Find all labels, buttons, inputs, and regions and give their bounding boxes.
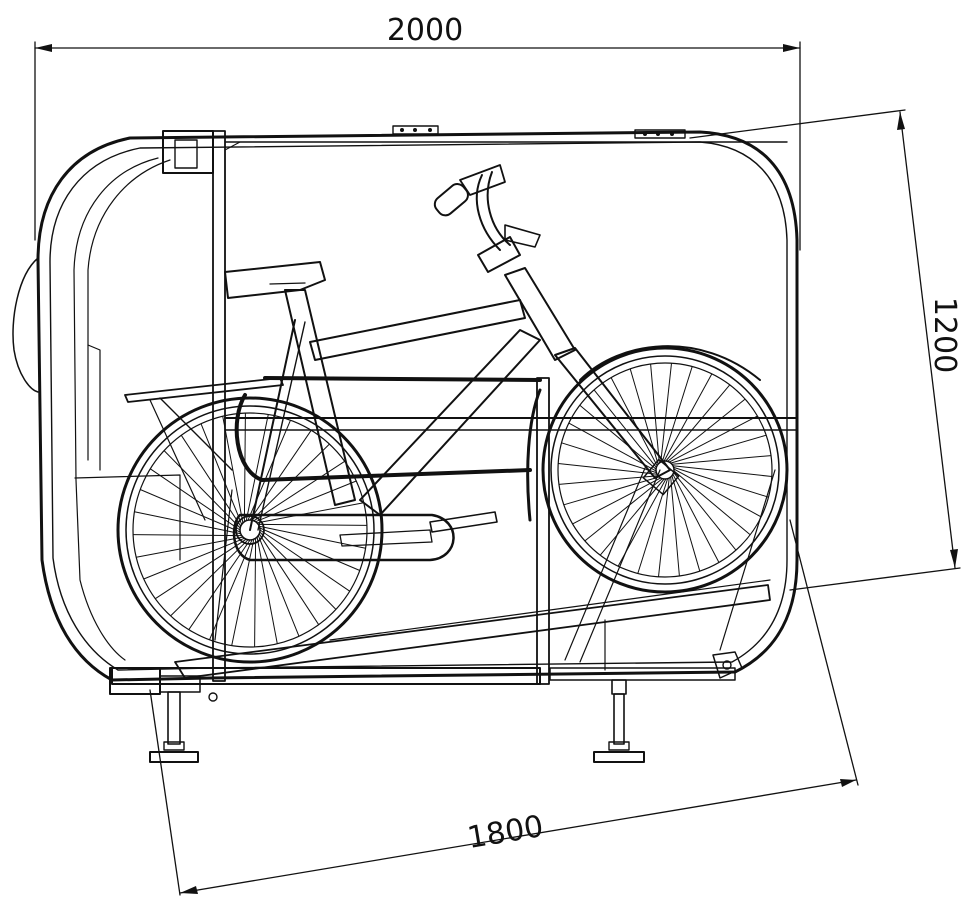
wheel-spoke (245, 414, 269, 521)
support-feet (149, 679, 645, 763)
wheel-spoke (143, 537, 245, 580)
height-dimension-label: 1200 (927, 297, 962, 373)
wheel-spoke (256, 537, 278, 644)
wheel-spoke (563, 476, 660, 506)
wheel-spoke (170, 539, 249, 617)
wheel-spoke (670, 434, 767, 464)
arrowhead-top (897, 112, 905, 130)
wheel-spoke (617, 478, 667, 567)
wheel-spoke (134, 511, 241, 535)
wheel-spoke (180, 435, 242, 527)
wheel-spoke (558, 463, 658, 475)
wheel-spoke (672, 465, 772, 477)
wheel-spoke (259, 525, 366, 549)
dimension-height: 1200 (689, 109, 962, 591)
wheel-spoke (231, 539, 255, 646)
width-dimension-label: 2000 (387, 13, 463, 48)
wheel-spoke (671, 455, 772, 465)
wheel-spoke (663, 373, 713, 462)
shelter-enclosure (12, 125, 799, 702)
wheel-spoke (673, 472, 737, 551)
wheel-spoke (671, 475, 701, 572)
wheel-spoke (133, 534, 242, 537)
wheel-spoke (253, 460, 345, 522)
wheel-spoke (188, 539, 251, 630)
wheel-spoke (258, 533, 320, 625)
wheel-spoke (200, 423, 243, 525)
rear-rack (124, 377, 284, 521)
foot-right (593, 679, 645, 763)
wheel-spoke (658, 477, 670, 577)
wheel-spoke (163, 450, 241, 529)
length-dimension-label: 1800 (465, 809, 546, 856)
wheel-spoke (579, 404, 657, 470)
wheel-spoke (254, 538, 257, 647)
wheel-spoke (593, 389, 657, 468)
bicycle (116, 164, 789, 664)
arrowhead-right (783, 44, 800, 52)
wheel-spoke (258, 523, 367, 526)
wheel-spoke (259, 527, 360, 571)
wheel-spoke (610, 377, 658, 466)
wheel-spoke (259, 531, 337, 610)
wheel-spoke (667, 398, 746, 462)
wheel-spoke (660, 363, 672, 463)
wheel-spoke (140, 489, 241, 533)
wheel-spoke (673, 466, 769, 498)
arrowhead-length-right (840, 779, 856, 787)
wheel-spoke (672, 474, 720, 563)
wheel-spoke (136, 536, 243, 558)
wheel-spoke (673, 468, 762, 518)
wheel-spoke (155, 538, 247, 600)
wheel-spoke (669, 415, 758, 463)
wheel-spoke (673, 470, 751, 536)
wheel-spoke (572, 477, 661, 525)
foot-left (149, 691, 199, 763)
wheel-spoke (257, 535, 300, 637)
wheel-spoke (251, 443, 330, 521)
arrowhead-bottom (950, 549, 958, 568)
dimension-width: 2000 (34, 13, 801, 251)
wheel-spoke (584, 478, 663, 542)
wheel-spoke (670, 476, 680, 577)
wheel-spoke (665, 384, 731, 462)
rear-wheel (116, 396, 384, 664)
wheel-spoke (222, 416, 244, 523)
wheel-spoke (558, 475, 659, 485)
bike-frame (214, 164, 761, 641)
dimension-length: 1800 (149, 519, 859, 896)
wheel-spoke (249, 430, 312, 521)
wheel-spoke (599, 478, 665, 556)
wheel-spoke (650, 363, 660, 464)
wheel-spoke (257, 502, 364, 524)
wheel-spoke (561, 442, 657, 474)
arrowhead-left (35, 44, 52, 52)
arrowhead-length-left (180, 886, 198, 894)
wheel-spoke (661, 366, 693, 462)
